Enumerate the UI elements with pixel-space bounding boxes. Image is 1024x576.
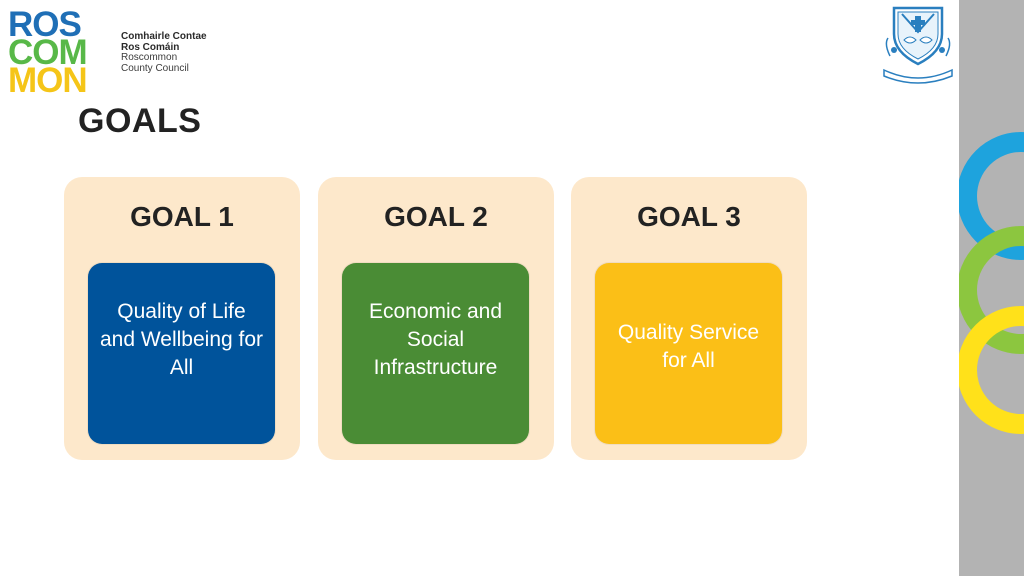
logo-mark-line-2: COM bbox=[8, 33, 88, 72]
slide-title: GOALS bbox=[78, 102, 202, 140]
logo-mark-line-1: ROS bbox=[8, 5, 82, 44]
goal-heading: GOAL 3 bbox=[637, 201, 741, 232]
logo-text-line-2: Ros Comáin bbox=[121, 41, 180, 53]
goal-text: Quality of Life and Wellbeing for All bbox=[99, 299, 264, 379]
decorative-side-strip bbox=[959, 0, 1024, 576]
goal-heading: GOAL 1 bbox=[130, 201, 234, 232]
goal-card-1: GOAL 1 Quality of Life and Wellbeing for… bbox=[64, 177, 300, 460]
logo-text-line-3: Roscommon bbox=[121, 52, 178, 63]
county-council-logo: ROS COM MON Comhairle Contae Ros Comáin … bbox=[8, 5, 218, 100]
goal-text: Economic and Social Infrastructure bbox=[368, 299, 503, 379]
logo-text: Comhairle Contae Ros Comáin Roscommon Co… bbox=[121, 31, 207, 74]
goal-card-3: GOAL 3 Quality Service for All bbox=[571, 177, 807, 460]
goal-text: Quality Service for All bbox=[617, 320, 760, 372]
goal-box: Economic and Social Infrastructure bbox=[342, 263, 529, 444]
goal-heading: GOAL 2 bbox=[384, 201, 488, 232]
roscommon-logo-mark: ROS COM MON bbox=[8, 5, 112, 100]
logo-mark-line-3: MON bbox=[8, 61, 88, 100]
county-crest-icon bbox=[880, 4, 956, 84]
goal-card-2: GOAL 2 Economic and Social Infrastructur… bbox=[318, 177, 554, 460]
logo-text-line-4: County Council bbox=[121, 62, 189, 74]
goal-box: Quality of Life and Wellbeing for All bbox=[88, 263, 275, 444]
decorative-rings-icon bbox=[959, 132, 1024, 434]
goal-box: Quality Service for All bbox=[595, 263, 782, 444]
logo-text-line-1: Comhairle Contae bbox=[121, 31, 207, 42]
